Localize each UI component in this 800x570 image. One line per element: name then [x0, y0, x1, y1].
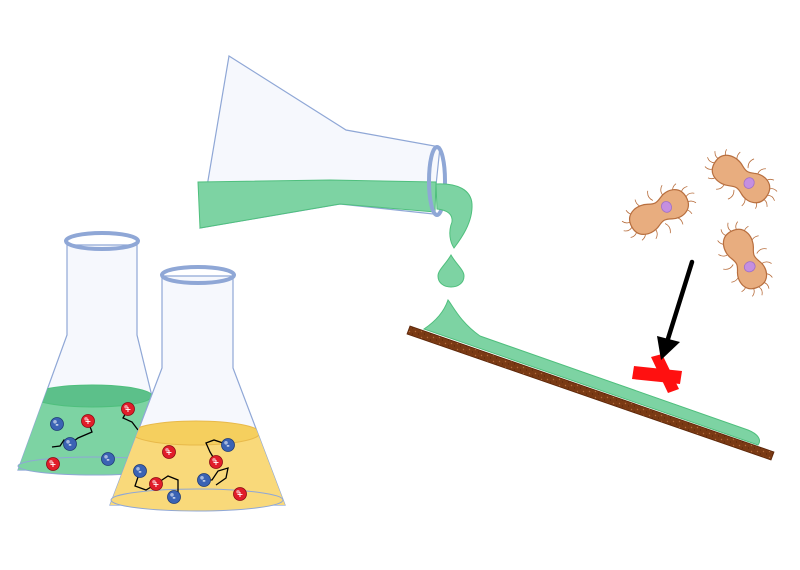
negative-ion: - [133, 464, 147, 478]
positive-ion: + [233, 487, 247, 501]
bacteria-body [629, 189, 689, 235]
ion-sign: - [172, 493, 175, 502]
bacteria-icon [704, 149, 778, 209]
arrow-icon [657, 259, 695, 360]
ion-sign: + [85, 417, 92, 426]
ion-sign: - [202, 476, 205, 485]
bacteria-icon [717, 221, 773, 297]
negative-ion: - [101, 452, 115, 466]
bacteria-body [711, 154, 771, 204]
ion-sign: - [226, 441, 229, 450]
positive-ion: + [209, 455, 223, 469]
positive-ion: + [46, 457, 60, 471]
ion-sign: - [106, 455, 109, 464]
negative-ion: - [63, 437, 77, 451]
ion-sign: - [55, 420, 58, 429]
pour-stream [435, 183, 473, 249]
flask-green-liquid [197, 179, 437, 229]
surface-slab [406, 325, 775, 461]
ion-sign: + [153, 480, 160, 489]
negative-ion: - [221, 438, 235, 452]
bacteria-body [722, 228, 768, 290]
negative-ion: - [197, 473, 211, 487]
positive-ion: + [149, 477, 163, 491]
bacteria-group [621, 149, 778, 297]
flask-mouth-rim [427, 145, 447, 217]
positive-ion: + [121, 402, 135, 416]
bacteria-icon [621, 183, 697, 241]
positive-ion: + [81, 414, 95, 428]
ion-sign: - [138, 467, 141, 476]
positive-ion: + [162, 445, 176, 459]
negative-ion: - [50, 417, 64, 431]
ion-sign: + [213, 458, 220, 467]
ion-sign: + [237, 490, 244, 499]
coating-layer [422, 298, 761, 446]
yellow-beaker-rim [160, 265, 236, 285]
ion-sign: + [50, 460, 57, 469]
ion-sign: + [125, 405, 132, 414]
ion-sign: - [68, 440, 71, 449]
bacteria-nucleus [743, 177, 755, 189]
bacteria-nucleus [660, 201, 672, 213]
coated-surface [406, 298, 775, 461]
ion-sign: + [166, 448, 173, 457]
bacteria-nucleus [743, 261, 756, 273]
negative-ion: - [167, 490, 181, 504]
pouring-flask-icon [197, 55, 473, 288]
falling-drop [437, 253, 465, 288]
green-beaker-rim [64, 231, 140, 251]
ions-layer: -++--++--++-+- [46, 402, 247, 504]
blocked-x-icon [632, 354, 682, 393]
